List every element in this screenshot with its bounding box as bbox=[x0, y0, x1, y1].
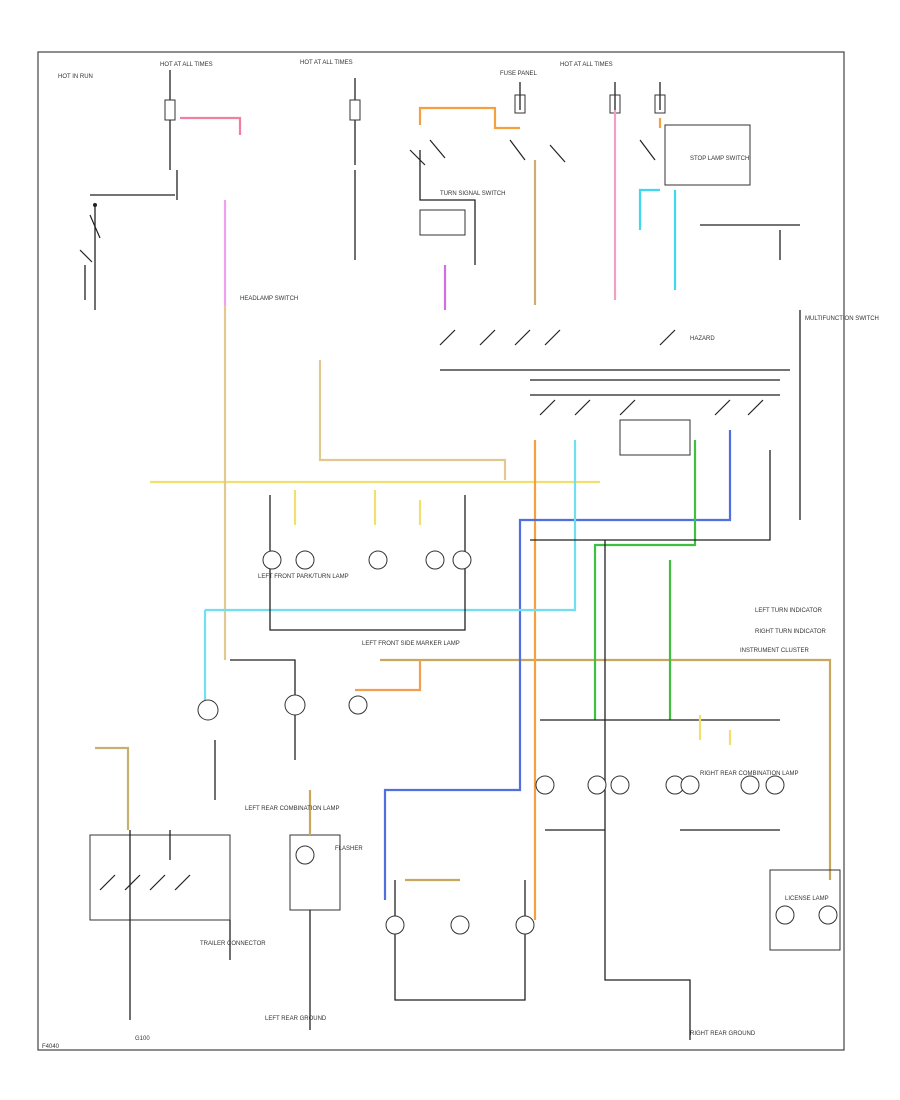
multifunction-switch bbox=[409, 124, 800, 265]
figure-code: F4040 bbox=[42, 1044, 60, 1050]
flasher-module bbox=[289, 790, 341, 1030]
wire-blue-main bbox=[383, 430, 732, 900]
stop-lamp-switch-box bbox=[89, 746, 231, 1020]
label-stop-lamp-switch: STOP LAMP SWITCH bbox=[690, 156, 749, 162]
label-ground-note: G100 bbox=[135, 1036, 150, 1042]
front-lamps bbox=[262, 490, 472, 631]
wire-green-main bbox=[593, 440, 697, 720]
label-hazard: HAZARD bbox=[690, 336, 715, 342]
label-hot-all-times-right: HOT AT ALL TIMES bbox=[560, 62, 613, 68]
label-headlamp-switch: HEADLAMP SWITCH bbox=[240, 296, 298, 302]
wire-cyan-lower bbox=[203, 440, 577, 700]
label-hot-all-times-left: HOT AT ALL TIMES bbox=[160, 62, 213, 68]
label-trailer-connector: TRAILER CONNECTOR bbox=[200, 941, 266, 947]
wire-tan-bus2 bbox=[380, 658, 832, 880]
label-left-rear-combo: LEFT REAR COMBINATION LAMP bbox=[245, 806, 339, 812]
license-lamp-block bbox=[769, 869, 841, 951]
label-right-turn-indicator: RIGHT TURN INDICATOR bbox=[755, 629, 827, 635]
label-license-lamp: LICENSE LAMP bbox=[785, 896, 829, 902]
fuse-feeds bbox=[164, 70, 666, 260]
label-left-front-marker: LEFT FRONT SIDE MARKER LAMP bbox=[362, 641, 460, 647]
wire-pink-top bbox=[180, 116, 242, 135]
label-multifunction: MULTIFUNCTION SWITCH bbox=[805, 316, 879, 322]
wire-tan-bus bbox=[223, 305, 507, 660]
left-rear-lamps bbox=[197, 659, 368, 800]
wire-orange-lower bbox=[355, 660, 422, 692]
headlamp-switch-left bbox=[79, 194, 175, 310]
label-left-front-park: LEFT FRONT PARK/TURN LAMP bbox=[258, 574, 349, 580]
label-hot-all-times-mid: HOT AT ALL TIMES bbox=[300, 60, 353, 66]
label-hot-run: HOT IN RUN bbox=[58, 74, 93, 80]
label-flasher: FLASHER bbox=[335, 846, 363, 852]
label-turn-signal-switch: TURN SIGNAL SWITCH bbox=[440, 191, 505, 197]
wire-black-main bbox=[530, 450, 771, 1040]
right-rear-lamps bbox=[535, 715, 785, 831]
label-right-rear-ground: RIGHT REAR GROUND bbox=[690, 1031, 756, 1037]
diagram-frame bbox=[37, 51, 845, 1051]
label-fuse-panel: FUSE PANEL bbox=[500, 71, 538, 77]
wire-cyan-top bbox=[638, 188, 677, 290]
rear-center-lamps bbox=[385, 878, 535, 1001]
label-left-turn-indicator: LEFT TURN INDICATOR bbox=[755, 608, 823, 614]
label-right-rear-combo: RIGHT REAR COMBINATION LAMP bbox=[700, 771, 798, 777]
label-left-rear-ground: LEFT REAR GROUND bbox=[265, 1016, 327, 1022]
turn-signal-switch bbox=[439, 310, 801, 520]
label-instrument-cluster: INSTRUMENT CLUSTER bbox=[740, 648, 810, 654]
wire-orange-top bbox=[418, 106, 520, 130]
